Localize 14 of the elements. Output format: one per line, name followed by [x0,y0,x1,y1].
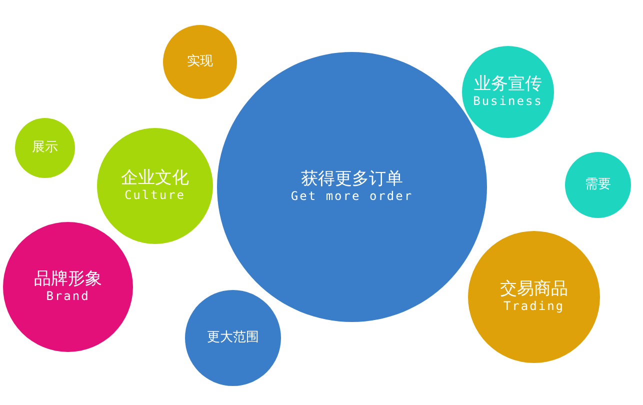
bubble-title: 更大范围 [207,330,259,346]
bubble-title: 品牌形象 [34,269,102,290]
bubble-subtitle: Get more order [290,189,414,205]
bubble-title: 交易商品 [500,279,568,300]
bubble-subtitle: Business [473,94,543,110]
bubble-subtitle: Trading [503,299,565,315]
bubble-title: 业务宣传 [474,74,542,94]
bubble-title: 展示 [32,140,58,156]
bubble-title: 需要 [585,177,611,193]
bubble-subtitle: Brand [46,289,90,305]
bubble-title: 实现 [187,54,213,70]
bubble-subtitle: Culture [124,188,186,204]
bubble-title: 获得更多订单 [301,169,403,190]
bubble-title: 企业文化 [121,168,189,188]
